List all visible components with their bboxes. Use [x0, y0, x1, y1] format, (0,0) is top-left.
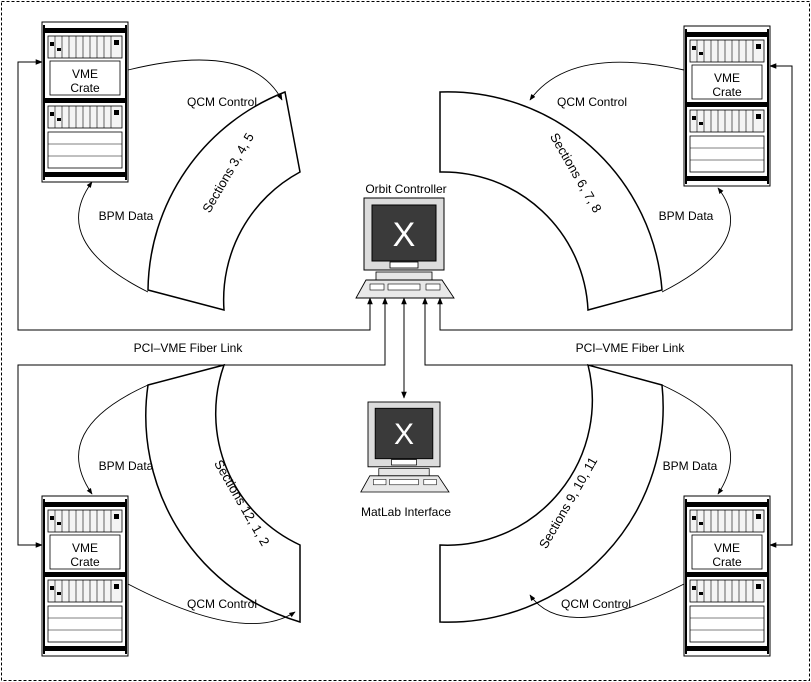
qcm-control-label-bottom-right: QCM Control	[561, 597, 631, 611]
vme-crate-top-right: VME Crate	[683, 25, 771, 187]
matlab-interface-label: MatLab Interface	[361, 505, 451, 519]
ring-section-top-right	[439, 91, 663, 311]
bpm-data-label-bottom-right: BPM Data	[663, 459, 718, 473]
ring-section-bottom-right	[439, 363, 664, 623]
fiber-link-label-left: PCI–VME Fiber Link	[134, 341, 244, 355]
bpm-data-arrow-bottom-left	[78, 384, 149, 495]
orbit-controller-label: Orbit Controller	[365, 182, 446, 196]
bpm-data-arrow-top-right	[661, 187, 732, 293]
qcm-control-label-top-right: QCM Control	[557, 95, 627, 109]
vme-crate-bottom-left: VME Crate	[41, 495, 129, 657]
qcm-control-label-bottom-left: QCM Control	[187, 597, 257, 611]
qcm-control-arrow-bottom-right	[529, 583, 685, 618]
bpm-data-label-bottom-left: BPM Data	[99, 459, 154, 473]
fiber-link-bottom-right	[422, 297, 793, 548]
fiber-link-bottom-left	[17, 297, 388, 548]
vme-crate-top-left: VME Crate	[41, 21, 129, 183]
ring-section-bottom-left	[145, 363, 301, 624]
svg-text:VME: VME	[72, 67, 98, 81]
bpm-data-arrow-top-left	[78, 181, 149, 293]
svg-text:Crate: Crate	[70, 81, 100, 95]
bpm-data-arrow-bottom-right	[661, 384, 732, 495]
svg-text:VME: VME	[714, 541, 740, 555]
fiber-link-label-right: PCI–VME Fiber Link	[576, 341, 686, 355]
qcm-control-label-top-left: QCM Control	[187, 95, 257, 109]
bpm-data-label-top-left: BPM Data	[99, 209, 154, 223]
svg-text:VME: VME	[72, 541, 98, 555]
qcm-control-arrow-bottom-left	[127, 583, 296, 625]
ring-section-top-left	[147, 90, 301, 311]
x-display-icon: X	[394, 418, 414, 451]
matlab-interface-workstation: X	[360, 401, 450, 493]
svg-text:Crate: Crate	[712, 555, 742, 569]
bpm-data-label-top-right: BPM Data	[659, 209, 714, 223]
vme-crate-bottom-right: VME Crate	[683, 495, 771, 657]
svg-text:Crate: Crate	[70, 555, 100, 569]
orbit-controller-workstation: X	[355, 197, 455, 299]
qcm-control-arrow-top-left	[127, 59, 283, 101]
svg-text:Crate: Crate	[712, 85, 742, 99]
svg-text:VME: VME	[714, 71, 740, 85]
x-display-icon: X	[393, 216, 416, 254]
